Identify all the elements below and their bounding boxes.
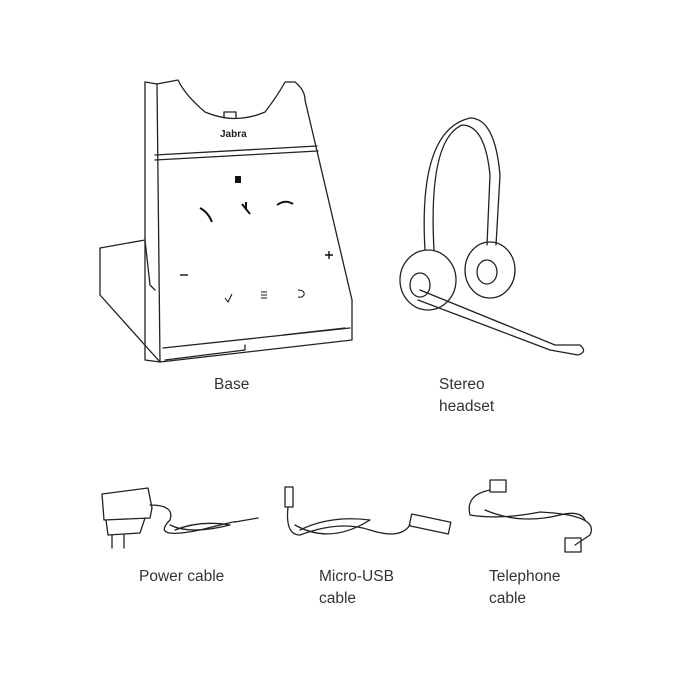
end-call-icon: [276, 200, 294, 206]
answer-call-icon: [199, 207, 213, 223]
item-label-power-cable: Power cable: [139, 566, 224, 588]
label-line: Micro-USB: [319, 568, 394, 585]
item-label-stereo-headset: Stereo headset: [439, 374, 494, 418]
telephone-cable-illustration: [468, 479, 593, 553]
label-line: cable: [319, 590, 357, 607]
mute-icon: [241, 202, 251, 215]
micro-usb-cable-illustration: [284, 486, 452, 536]
item-label-telephone-cable: Telephone cable: [489, 566, 561, 610]
menu-icon: [261, 291, 267, 299]
item-label-base: Base: [214, 374, 249, 396]
base-controls: [180, 176, 333, 303]
volume-up-icon: [325, 251, 333, 259]
label-line: cable: [489, 590, 527, 607]
label-line: Power cable: [139, 568, 225, 585]
jabra-logo: Jabra: [220, 129, 247, 140]
label-line: Stereo: [439, 376, 485, 393]
label-line: headset: [439, 398, 495, 415]
label-line: Telephone: [489, 568, 561, 585]
base-illustration: [99, 79, 353, 363]
headset-illustration: [399, 117, 585, 356]
nfc-icon: [235, 176, 241, 183]
back-icon: [297, 289, 305, 298]
power-adapter-illustration: [101, 487, 259, 549]
item-label-micro-usb-cable: Micro-USB cable: [319, 566, 394, 610]
check-icon: [224, 293, 233, 303]
label-line: Base: [214, 376, 250, 393]
